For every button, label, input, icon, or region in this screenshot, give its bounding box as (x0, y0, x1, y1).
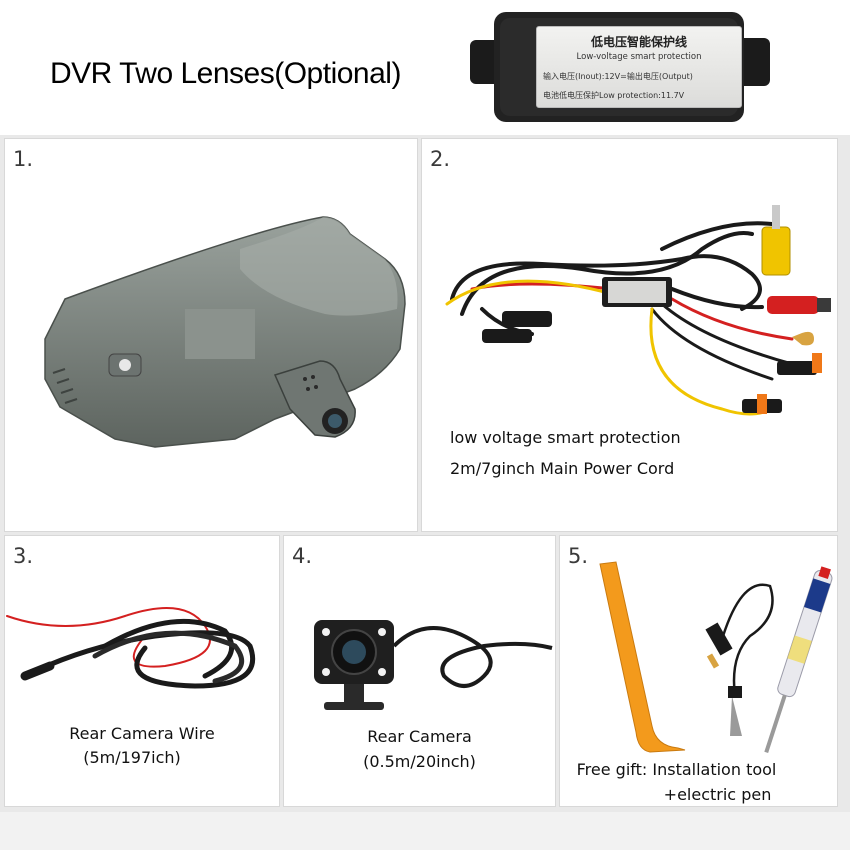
panel-dvr: 1. (4, 138, 418, 532)
panel-number: 4. (292, 544, 313, 568)
panel-rear-camera: 4. Rear Camera (283, 535, 556, 807)
page-title: DVR Two Lenses(Optional) (50, 57, 401, 90)
panel-power-cord: 2. (421, 138, 838, 532)
panel-number: 5. (568, 544, 589, 568)
rear-camera-wire-caption-1: Rear Camera Wire (69, 724, 215, 743)
header: DVR Two Lenses(Optional) 低电压智能保护线 Low-vo… (0, 0, 850, 135)
module-label-protection: 电池低电压保护Low protection:11.7V (543, 91, 685, 100)
module-label-voltage: 输入电压(Inout):12V=输出电压(Output) (543, 72, 693, 81)
rear-camera-wire-caption-2: (5m/197ich) (83, 748, 181, 767)
installation-tool-caption-2: +electric pen (663, 785, 772, 804)
module-label: 低电压智能保护线 Low-voltage smart protection 输入… (536, 26, 742, 108)
product-grid: 1. (0, 135, 850, 850)
rear-camera-caption-1: Rear Camera (367, 727, 472, 746)
installation-tool-image (599, 561, 833, 754)
rear-camera-wire-image (6, 607, 256, 689)
panel-rear-camera-wire: 3. Rear Camera Wire (4, 535, 280, 807)
module-label-title: 低电压智能保护线 (590, 35, 687, 49)
module-label-subtitle: Low-voltage smart protection (576, 52, 702, 62)
panel-number: 1. (13, 147, 34, 171)
panel-caption-line2: 2m/7ginch Main Power Cord (450, 459, 675, 478)
power-cord-image (445, 205, 831, 416)
panel-number: 3. (13, 544, 34, 568)
rear-camera-image (314, 620, 553, 710)
rear-camera-caption-2: (0.5m/20inch) (363, 752, 476, 771)
bottom-strip (0, 812, 850, 850)
installation-tool-caption-1: Free gift: Installation tool (576, 760, 777, 779)
dvr-image (44, 216, 406, 448)
panel-caption-line1: low voltage smart protection (450, 428, 681, 447)
panel-number: 2. (430, 147, 451, 171)
panel-installation-tool: 5. Free gift: Installation tool (559, 535, 838, 807)
